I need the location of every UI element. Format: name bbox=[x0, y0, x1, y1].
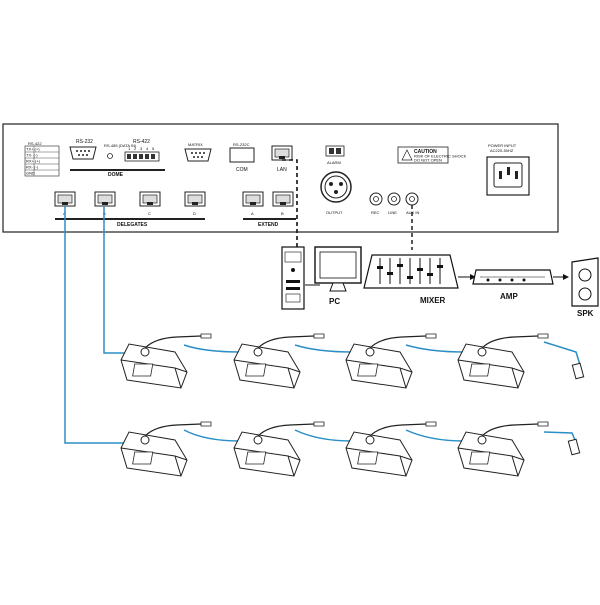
extend-port-label: B bbox=[281, 211, 284, 216]
power-label: POWER INPUT bbox=[488, 143, 517, 148]
alarm-terminal bbox=[325, 145, 345, 157]
delegate-port-b bbox=[94, 191, 116, 207]
aux-in-label: AUX IN bbox=[406, 210, 419, 215]
mixer bbox=[363, 254, 459, 289]
matrix-port bbox=[184, 148, 212, 162]
panel-text: 1 bbox=[128, 146, 131, 151]
spk-label: SPK bbox=[577, 309, 594, 318]
amp-label: AMP bbox=[500, 292, 518, 301]
delegate-port-c bbox=[139, 191, 161, 207]
delegate-unit bbox=[345, 333, 437, 389]
lan-port bbox=[271, 145, 293, 161]
rec-label: REC bbox=[371, 210, 380, 215]
rca-rec-jack bbox=[369, 192, 383, 206]
panel-text: RS-422 bbox=[133, 139, 150, 145]
power-inlet bbox=[486, 156, 530, 196]
line-label: LINE bbox=[388, 210, 397, 215]
rs422-row: GND bbox=[26, 171, 35, 176]
panel-text: 2 bbox=[134, 146, 137, 151]
alarm-label: ALARM bbox=[327, 160, 341, 165]
panel-text: CAUTION bbox=[414, 149, 437, 155]
extend-label: EXTEND bbox=[258, 222, 279, 228]
pc-monitor bbox=[314, 246, 362, 292]
delegate-unit bbox=[345, 421, 437, 477]
xlr-output-connector bbox=[320, 171, 352, 203]
conference-cables bbox=[64, 206, 581, 444]
pc-label: PC bbox=[329, 297, 340, 306]
rs422-row: RX- (-) bbox=[26, 165, 39, 170]
output-label: OUTPUT bbox=[326, 210, 343, 215]
lan-cable bbox=[282, 159, 298, 252]
rca-aux-in-jack bbox=[405, 192, 419, 206]
rs422-header: RS-422 bbox=[28, 141, 42, 146]
delegate-port-d bbox=[184, 191, 206, 207]
power-spec: AC220-50HZ bbox=[490, 148, 514, 153]
caution-label: CAUTION RISK OF ELECTRIC SHOCK DO NOT OP… bbox=[397, 146, 467, 164]
com-port bbox=[229, 147, 255, 163]
delegate-unit bbox=[233, 333, 325, 389]
panel-text: 4 bbox=[146, 146, 149, 151]
mixer-label: MIXER bbox=[420, 296, 446, 305]
rs232c-label: RS-232C bbox=[233, 142, 250, 147]
amplifier bbox=[472, 269, 554, 285]
delegate-unit bbox=[233, 421, 325, 477]
dome-label: DOME bbox=[108, 172, 124, 178]
rs485-label: RS-485 (DATA IN) bbox=[104, 143, 137, 148]
rs485-jack bbox=[107, 153, 113, 159]
rs485-terminal-block: RS-422 1 2 3 4 5 bbox=[124, 139, 160, 162]
rs422-row: TX+ (+) bbox=[26, 147, 40, 152]
lan-label: LAN bbox=[277, 167, 287, 173]
cables bbox=[282, 159, 569, 286]
matrix-label: MATRIX bbox=[188, 142, 203, 147]
panel-frame bbox=[2, 123, 559, 233]
delegates-label: DELEGATES bbox=[117, 222, 148, 228]
com-label: COM bbox=[236, 167, 248, 173]
panel-text: 5 bbox=[152, 146, 155, 151]
panel-text: RISK OF ELECTRIC SHOCK bbox=[414, 154, 467, 159]
extend-port-label: A bbox=[251, 211, 254, 216]
cable-chain-a bbox=[64, 206, 130, 444]
delegate-unit bbox=[120, 333, 212, 389]
delegate-port-label: C bbox=[148, 211, 151, 216]
rs422-pin-table: RS-422 TX+ (+) TX- (-) RX+ (+) RX- (-) G… bbox=[24, 141, 60, 177]
rear-panel: RS-422 TX+ (+) TX- (-) RX+ (+) RX- (-) G… bbox=[2, 123, 559, 233]
speaker bbox=[571, 257, 599, 307]
rca-line-jack bbox=[387, 192, 401, 206]
rs232-label: RS-232 bbox=[76, 139, 93, 145]
delegate-port-a bbox=[54, 191, 76, 207]
rs232-port bbox=[69, 146, 97, 160]
delegate-port-label: D bbox=[193, 211, 196, 216]
panel-text: DO NOT OPEN bbox=[414, 158, 442, 163]
terminator-plug bbox=[571, 362, 585, 380]
delegate-unit bbox=[457, 421, 549, 477]
panel-text: 3 bbox=[140, 146, 143, 151]
delegate-unit bbox=[457, 333, 549, 389]
delegate-unit bbox=[120, 421, 212, 477]
rs422-row: RX+ (+) bbox=[26, 159, 41, 164]
terminator-plug bbox=[567, 438, 581, 456]
pc-tower bbox=[281, 246, 305, 310]
extend-port-b bbox=[272, 191, 294, 207]
rs422-row: TX- (-) bbox=[26, 153, 38, 158]
extend-port-a bbox=[242, 191, 264, 207]
conference-units bbox=[120, 333, 585, 477]
